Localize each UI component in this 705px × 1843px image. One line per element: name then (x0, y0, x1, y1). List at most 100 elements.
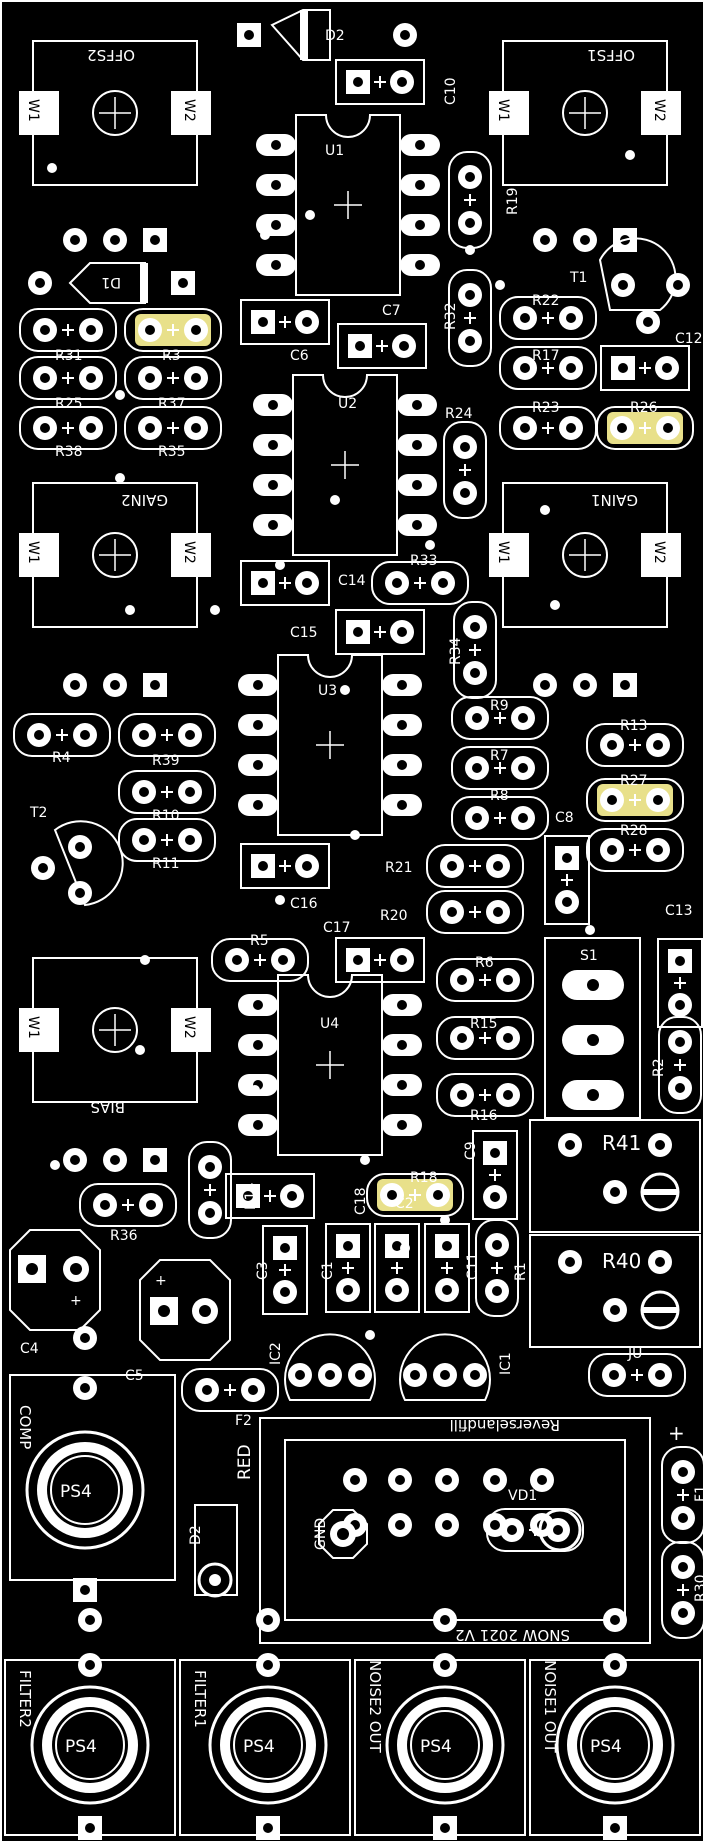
resistor-r21: R21 (385, 844, 524, 888)
c4-label: C4 (20, 1341, 39, 1357)
r20-label: R20 (380, 908, 408, 924)
gain2-w2: W2 (181, 541, 197, 564)
trimmer-offs2: OFFS2 W1 W2 (18, 40, 212, 252)
resistor-r39: R39 (118, 713, 216, 769)
r19-label: R19 (505, 187, 521, 215)
transistor-t2: T2 (29, 805, 124, 907)
gain2-label: GAIN2 (121, 491, 168, 509)
c7-label: C7 (382, 303, 401, 319)
capacitor-c1: C1 (320, 1223, 420, 1313)
led-d2: D2 (188, 1504, 238, 1598)
resistor-r17: R17 (499, 346, 597, 390)
ju-label: JU (627, 1346, 642, 1362)
resistor-r33: R33 (371, 553, 469, 605)
resistor-r1: R1 (475, 1219, 529, 1317)
r1-label: R1 (513, 1262, 529, 1281)
resistor-r23: R23 (499, 400, 597, 450)
d2-bottom-label: D2 (188, 1525, 204, 1545)
resistor-r37: R37 (124, 356, 222, 412)
resistor-r9: R9 (451, 696, 549, 740)
c13-label: C13 (665, 903, 693, 919)
resistor-r8: R8 (451, 788, 549, 840)
switch-s1: S1 (544, 937, 641, 1119)
filter1-ps4: PS4 (243, 1737, 275, 1757)
c1-label: C1 (320, 1261, 336, 1280)
bias-label: BIAS (91, 1098, 126, 1116)
offs2-label: OFFS2 (87, 46, 135, 64)
s1-label: S1 (580, 948, 598, 964)
regulator-ic2: IC2 (268, 1333, 376, 1401)
r27-label: R27 (620, 773, 648, 789)
capacitor-c17: C17 (323, 920, 425, 983)
filter1-label: FILTER1 (191, 1670, 209, 1728)
trimmer-r41: R41 (529, 1119, 701, 1233)
trimmer-r40: R40 (529, 1234, 701, 1348)
resistor-r36: R36 (79, 1183, 177, 1244)
trimmer-bias: BIAS W1 W2 (18, 957, 212, 1172)
fuse-f2: F2 RED (181, 1368, 279, 1480)
c6-label: C6 (290, 348, 309, 364)
offs1-w1: W1 (495, 99, 511, 122)
ic-u1: U1 (256, 114, 440, 296)
r32-label: R32 (443, 302, 459, 330)
resistor-r31: R31 (19, 308, 117, 364)
r4-label: R4 (52, 750, 71, 766)
r25-label: R25 (55, 396, 83, 412)
capacitor-c10: C10 (335, 59, 459, 105)
resistor-r6: R6 (436, 955, 534, 1002)
capacitor-c8: C8 (544, 810, 590, 925)
c15-label: C15 (290, 625, 318, 641)
r36-label: R36 (110, 1228, 138, 1244)
d2-top-label: D2 (325, 28, 345, 44)
jack-comp: PS4 COMP (9, 1326, 176, 1602)
r2-label: R2 (651, 1058, 667, 1077)
resistor-r24: R24 (443, 406, 487, 519)
ic2-label: IC2 (268, 1342, 284, 1365)
r38-label: R38 (55, 444, 83, 460)
trimmer-gain2: GAIN2 W1 W2 (18, 482, 212, 697)
resistor-r5: R5 (211, 933, 309, 982)
r10-label: R10 (152, 808, 180, 824)
credit-text: Reverselandfill (450, 1416, 560, 1434)
capacitor-c13: C13 (657, 903, 703, 1028)
jack-filter2: PS4 FILTER2 (4, 1608, 176, 1840)
r35-label: R35 (158, 444, 186, 460)
t1-label: T1 (569, 270, 587, 286)
jack-filter1: PS4 FILTER1 (179, 1608, 351, 1840)
r39-label: R39 (152, 753, 180, 769)
c5-plus: + (155, 1273, 167, 1289)
gain2-w1: W1 (25, 541, 41, 564)
t2-label: T2 (29, 805, 47, 821)
r14-label: R14 (243, 1182, 259, 1210)
resistor-r34: R34 (448, 601, 497, 699)
c18-label: C18 (353, 1187, 369, 1215)
offs1-label: OFFS1 (587, 46, 635, 64)
bias-w1: W1 (25, 1016, 41, 1039)
r34-label: R34 (448, 637, 464, 665)
r40-label: R40 (602, 1249, 641, 1273)
bias-w2: W2 (181, 1016, 197, 1039)
c3-label: C3 (255, 1261, 271, 1280)
trimmer-gain1: GAIN1 W1 W2 (488, 482, 682, 697)
r15-label: R15 (470, 1016, 498, 1032)
c8-label: C8 (555, 810, 574, 826)
resistor-r20: R20 (380, 890, 524, 934)
offs1-w2: W2 (651, 99, 667, 122)
resistor-r2: R2 (651, 1016, 702, 1114)
noise2-label: NOISE2 OUT (366, 1660, 384, 1754)
resistor-r32: R32 (443, 269, 492, 367)
f2-label: F2 (235, 1413, 252, 1429)
vias (47, 150, 635, 1340)
resistor-r4: R4 (13, 713, 111, 766)
r23-label: R23 (532, 400, 560, 416)
offs2-w1: W1 (25, 99, 41, 122)
transistor-t1: T1 (569, 237, 690, 334)
capacitor-c18: C18 (225, 1173, 369, 1219)
jack-noise1-out: PS4 NOISE1 OUT (529, 1608, 701, 1840)
diode-d1: D1 (28, 262, 195, 304)
capacitor-c5: + C5 (125, 1259, 231, 1384)
resistor-r30: R30 (661, 1541, 705, 1639)
noise2-ps4: PS4 (420, 1737, 452, 1757)
r21-label: R21 (385, 860, 413, 876)
